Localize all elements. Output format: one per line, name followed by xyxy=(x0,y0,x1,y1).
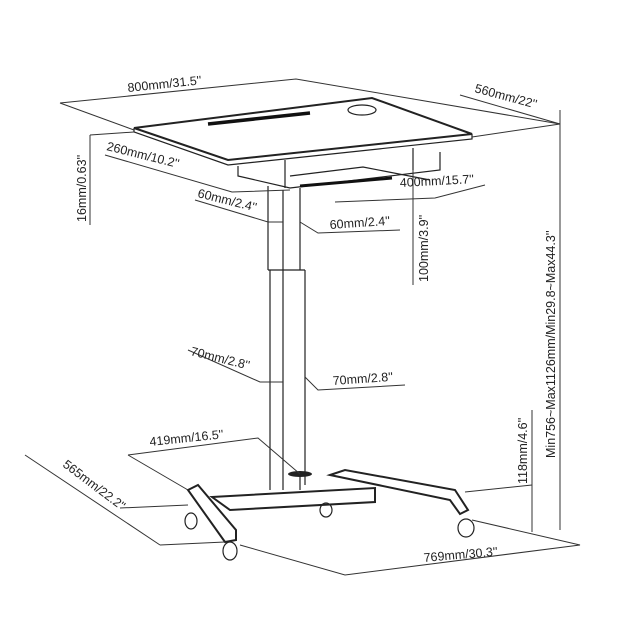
label-desk-thickness: 16mm/0.63'' xyxy=(75,155,89,222)
crossbar xyxy=(209,486,376,512)
label-desk-depth: 560mm/22'' xyxy=(473,81,538,111)
base xyxy=(184,468,475,561)
cup-holder xyxy=(347,104,377,116)
label-base-width: 769mm/30.3'' xyxy=(423,545,498,565)
label-upper-column-right: 60mm/2.4'' xyxy=(329,214,390,232)
tablet-groove xyxy=(207,111,311,126)
desktop xyxy=(133,96,473,166)
caster-wheel xyxy=(222,541,238,561)
under-frame xyxy=(237,148,441,189)
label-base-inner-depth: 419mm/16.5'' xyxy=(149,427,224,449)
label-frame-width: 400mm/15.7'' xyxy=(399,172,474,190)
desktop-surface xyxy=(133,96,473,162)
caster-wheel xyxy=(184,512,198,530)
desktop-edge xyxy=(133,128,473,166)
left-foot xyxy=(186,483,237,544)
label-base-height: 118mm/4.6'' xyxy=(516,418,530,484)
right-foot xyxy=(326,468,470,516)
label-total-height: Min756~Max1126mm/Min29.8~Max44.3'' xyxy=(544,230,558,458)
dimension-lines xyxy=(24,78,581,576)
caster-wheel xyxy=(457,518,475,538)
label-lower-column-right: 70mm/2.8'' xyxy=(332,370,393,388)
label-frame-height: 100mm/3.9'' xyxy=(417,215,431,282)
frame-bar xyxy=(299,176,393,188)
label-desk-width: 800mm/31.5'' xyxy=(127,73,202,95)
column xyxy=(267,186,306,490)
label-lower-column-left: 70mm/2.8'' xyxy=(189,344,251,372)
caster-wheel xyxy=(319,502,333,518)
